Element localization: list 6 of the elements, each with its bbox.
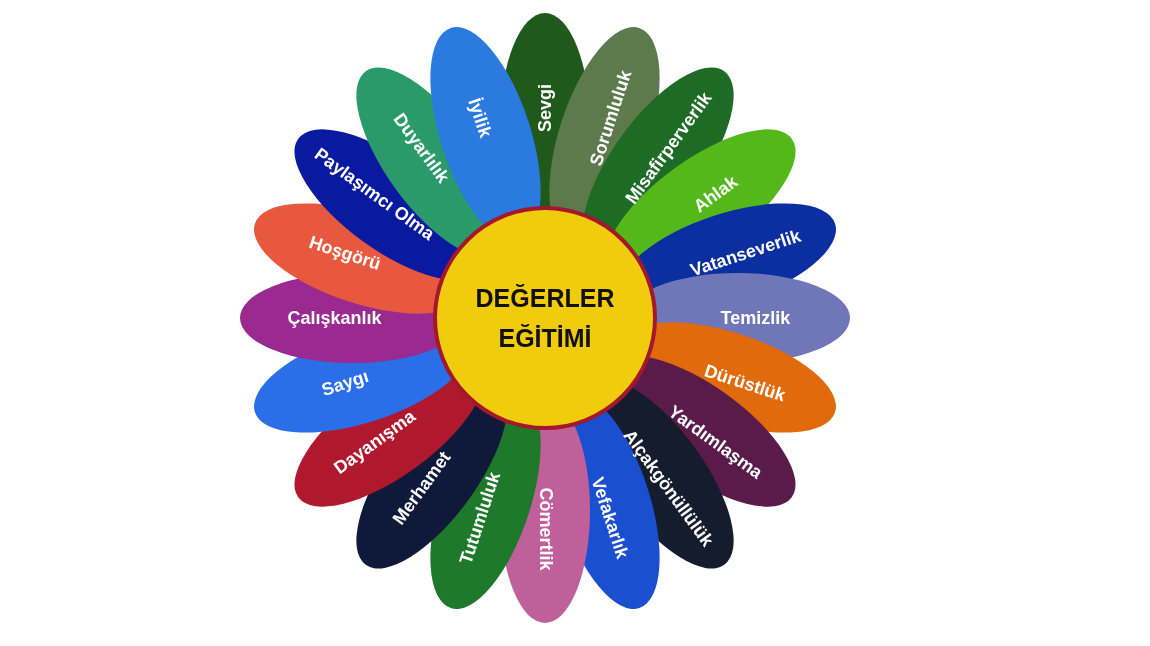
value-label: Temizlik (720, 308, 791, 328)
value-label: Çalışkanlık (287, 308, 382, 328)
value-label: Sevgi (535, 83, 555, 132)
value-label: İyilik (464, 95, 496, 140)
value-label: Saygı (318, 366, 371, 400)
value-label: Cömertlik (535, 487, 555, 570)
